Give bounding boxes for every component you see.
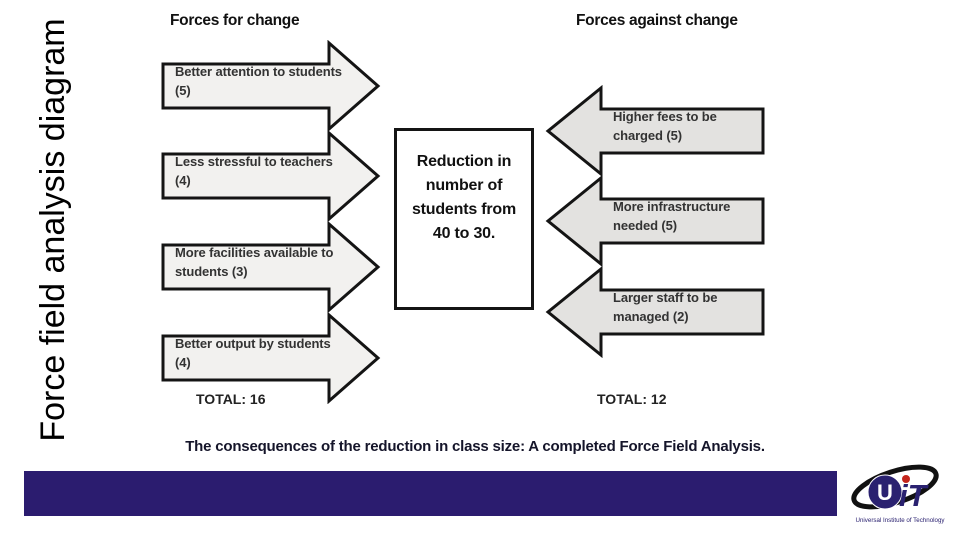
force-arrow-left-1: Better attention to students (5)	[161, 40, 383, 132]
change-description-box: Reduction in number of students from 40 …	[394, 128, 534, 310]
left-block-arrow-icon	[545, 266, 765, 358]
force-arrow-left-4: Better output by students (4)	[161, 312, 383, 404]
total-against: TOTAL: 12	[597, 391, 667, 407]
right-block-arrow-icon	[161, 312, 381, 404]
force-label: Better output by students (4)	[175, 336, 331, 370]
right-block-arrow-icon	[161, 221, 381, 313]
total-for: TOTAL: 16	[196, 391, 266, 407]
uit-logo-icon: U iT Universal Institute of Technology	[851, 464, 946, 524]
force-label: Less stressful to teachers (4)	[175, 154, 333, 188]
left-block-arrow-icon	[545, 175, 765, 267]
force-arrow-right-1: Higher fees to be charged (5)	[543, 85, 765, 177]
right-block-arrow-icon	[161, 130, 381, 222]
footer-bar	[24, 471, 837, 516]
force-arrow-left-3: More facilities available to students (3…	[161, 221, 383, 313]
force-label: More infrastructure needed (5)	[613, 199, 731, 233]
force-label: Better attention to students (5)	[175, 64, 342, 98]
logo-red-dot-icon	[902, 475, 910, 483]
force-label: More facilities available to students (3…	[175, 245, 334, 279]
logo-ball-icon	[867, 474, 903, 510]
force-arrow-right-2: More infrastructure needed (5)	[543, 175, 765, 267]
forces-against-change-header: Forces against change	[576, 12, 738, 29]
force-label: Higher fees to be charged (5)	[613, 109, 717, 143]
forces-for-change-header: Forces for change	[170, 12, 300, 29]
force-label: Larger staff to be managed (2)	[613, 290, 718, 324]
force-arrow-right-3: Larger staff to be managed (2)	[543, 266, 765, 358]
uit-logo: U iT Universal Institute of Technology	[848, 464, 952, 528]
orbit-ellipse-icon	[851, 464, 939, 510]
right-block-arrow-icon	[161, 40, 381, 132]
logo-letter-u: U	[877, 480, 893, 505]
logo-tagline: Universal Institute of Technology	[856, 517, 946, 524]
logo-letters-it: iT	[899, 478, 930, 513]
force-arrow-left-2: Less stressful to teachers (4)	[161, 130, 383, 222]
slide-title-vertical: Force field analysis diagram	[34, 18, 72, 442]
left-block-arrow-icon	[545, 85, 765, 177]
figure-caption: The consequences of the reduction in cla…	[185, 438, 765, 455]
change-description-text: Reduction in number of students from 40 …	[411, 153, 517, 242]
